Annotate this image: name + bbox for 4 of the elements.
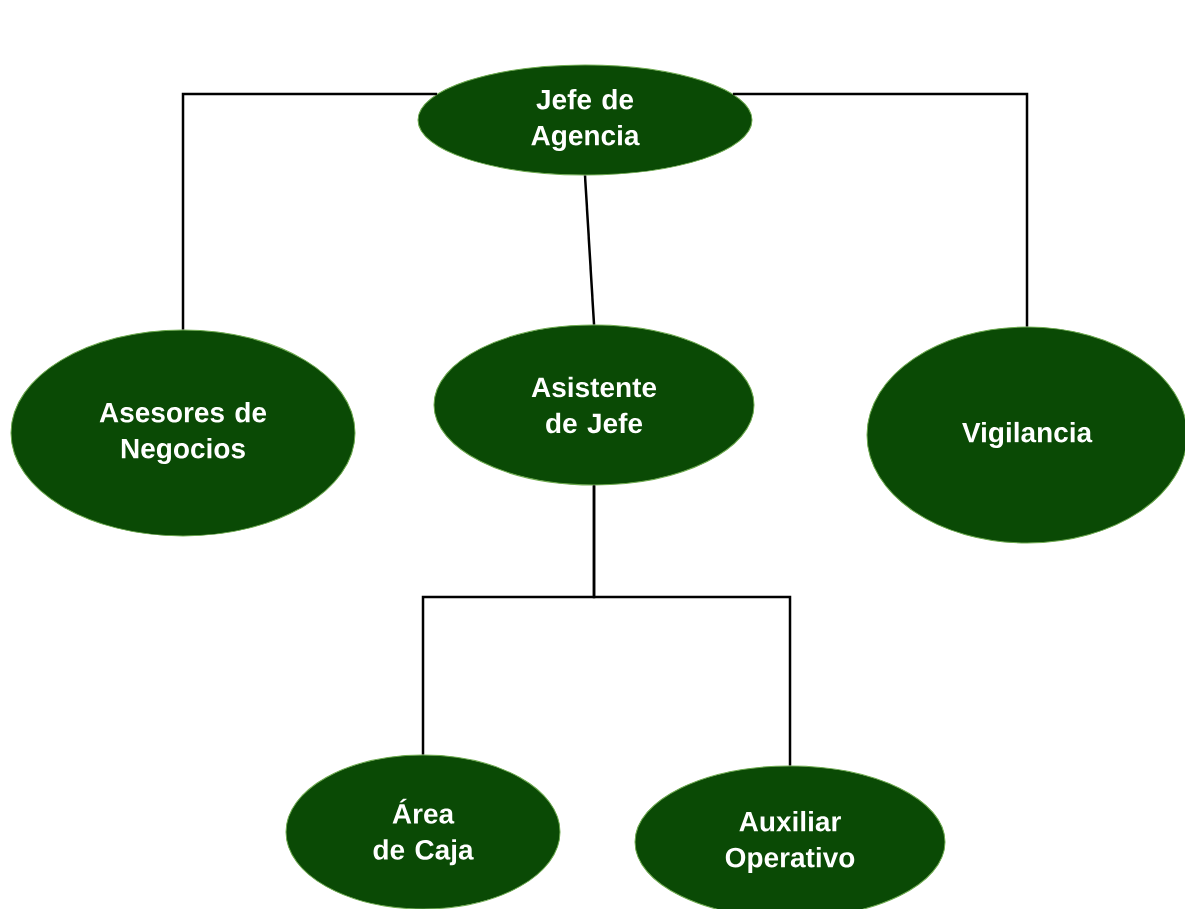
connector-line [592, 485, 792, 766]
connector-line [583, 175, 596, 325]
connector-line [732, 92, 1029, 327]
connector-line [181, 92, 438, 330]
